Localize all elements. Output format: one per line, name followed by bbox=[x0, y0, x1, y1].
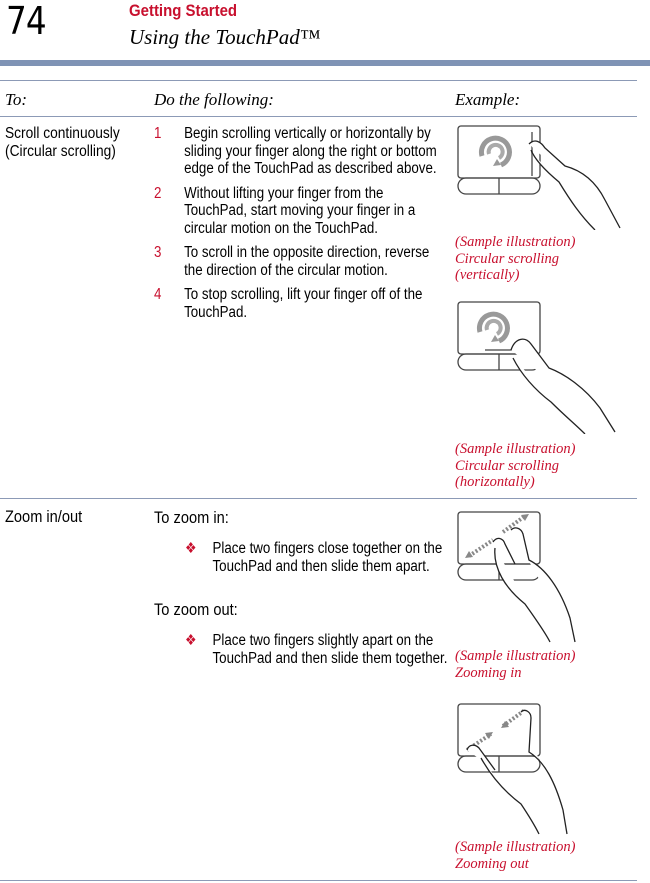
caption-zoom-in: (Sample illustration) Zooming in bbox=[455, 648, 575, 681]
header-row-rule bbox=[0, 116, 637, 117]
page-number: 74 bbox=[6, 0, 47, 43]
circular-scroll-vertical-illustration bbox=[457, 125, 621, 230]
zoom-out-bullet: ❖ Place two fingers slightly apart on th… bbox=[185, 632, 471, 667]
circular-scroll-icon bbox=[476, 311, 510, 344]
caption-line: (Sample illustration) bbox=[455, 234, 576, 250]
zoom-arrow-icon bbox=[465, 708, 527, 752]
step-text: Without lifting your finger from the Tou… bbox=[184, 184, 416, 237]
zoom-arrow-icon bbox=[467, 514, 527, 558]
zoom-in-bullet: ❖ Place two fingers close together on th… bbox=[185, 540, 471, 575]
chapter-title: Getting Started bbox=[129, 1, 238, 20]
row-divider bbox=[0, 498, 637, 499]
caption-line: (vertically) bbox=[455, 267, 520, 283]
caption-circular-horizontal: (Sample illustration) Circular scrolling… bbox=[455, 441, 575, 491]
list-item: 1 Begin scrolling vertically or horizonta… bbox=[154, 125, 438, 178]
action-line: Scroll continuously bbox=[5, 125, 120, 142]
action-line: (Circular scrolling) bbox=[5, 143, 116, 160]
circular-scroll-icon bbox=[478, 135, 512, 168]
zoom-in-label: To zoom in: bbox=[154, 508, 229, 527]
step-text: Begin scrolling vertically or horizontal… bbox=[184, 125, 437, 177]
step-number: 4 bbox=[154, 286, 162, 303]
zoom-out-label: To zoom out: bbox=[154, 600, 238, 619]
step-number: 3 bbox=[154, 244, 162, 261]
caption-line: (Sample illustration) bbox=[455, 839, 576, 855]
touchpad-icon bbox=[457, 703, 541, 773]
caption-line: (Sample illustration) bbox=[455, 441, 576, 457]
step-number: 1 bbox=[154, 125, 162, 142]
row-action-circular-scrolling: Scroll continuously (Circular scrolling) bbox=[5, 125, 120, 161]
list-item: 2 Without lifting your finger from the To… bbox=[154, 185, 438, 238]
list-item: 4 To stop scrolling, lift your finger off… bbox=[154, 286, 438, 321]
bullet-marker-icon: ❖ bbox=[185, 632, 197, 649]
hand-icon bbox=[466, 709, 568, 835]
step-text: To stop scrolling, lift your finger off … bbox=[184, 286, 423, 321]
caption-line: Circular scrolling bbox=[455, 457, 560, 474]
zoom-out-illustration bbox=[457, 703, 568, 835]
caption-circular-vertical: (Sample illustration) Circular scrolling… bbox=[455, 234, 575, 284]
circular-scroll-horizontal-illustration bbox=[457, 301, 616, 434]
bullet-marker-icon: ❖ bbox=[185, 540, 197, 557]
caption-line: Zooming in bbox=[455, 664, 522, 681]
table-bottom-rule bbox=[0, 880, 637, 881]
hand-icon bbox=[510, 338, 616, 434]
arrowhead-icon bbox=[485, 721, 509, 739]
caption-line: Circular scrolling bbox=[455, 250, 560, 267]
list-item: 3 To scroll in the opposite direction, re… bbox=[154, 244, 438, 279]
step-number: 2 bbox=[154, 184, 162, 202]
caption-line: (horizontally) bbox=[455, 474, 535, 490]
caption-line: Zooming out bbox=[455, 855, 529, 872]
step-text: To scroll in the opposite direction, rev… bbox=[184, 244, 430, 279]
section-title: Using the TouchPad™ bbox=[129, 25, 321, 49]
hand-icon bbox=[528, 140, 621, 230]
column-header-example: Example: bbox=[455, 90, 521, 109]
header-rule bbox=[0, 60, 650, 66]
caption-zoom-out: (Sample illustration) Zooming out bbox=[455, 839, 575, 872]
table-top-rule bbox=[0, 80, 637, 81]
column-header-to: To: bbox=[5, 90, 28, 109]
column-header-do: Do the following: bbox=[154, 90, 274, 109]
hand-icon bbox=[492, 527, 576, 643]
row-action-zoom: Zoom in/out bbox=[5, 507, 83, 526]
zoom-in-illustration bbox=[457, 511, 576, 643]
caption-line: (Sample illustration) bbox=[455, 648, 576, 664]
bullet-text: Place two fingers slightly apart on the … bbox=[212, 632, 448, 667]
bullet-text: Place two fingers close together on the … bbox=[212, 540, 443, 575]
step-list: 1 Begin scrolling vertically or horizonta… bbox=[154, 125, 438, 328]
